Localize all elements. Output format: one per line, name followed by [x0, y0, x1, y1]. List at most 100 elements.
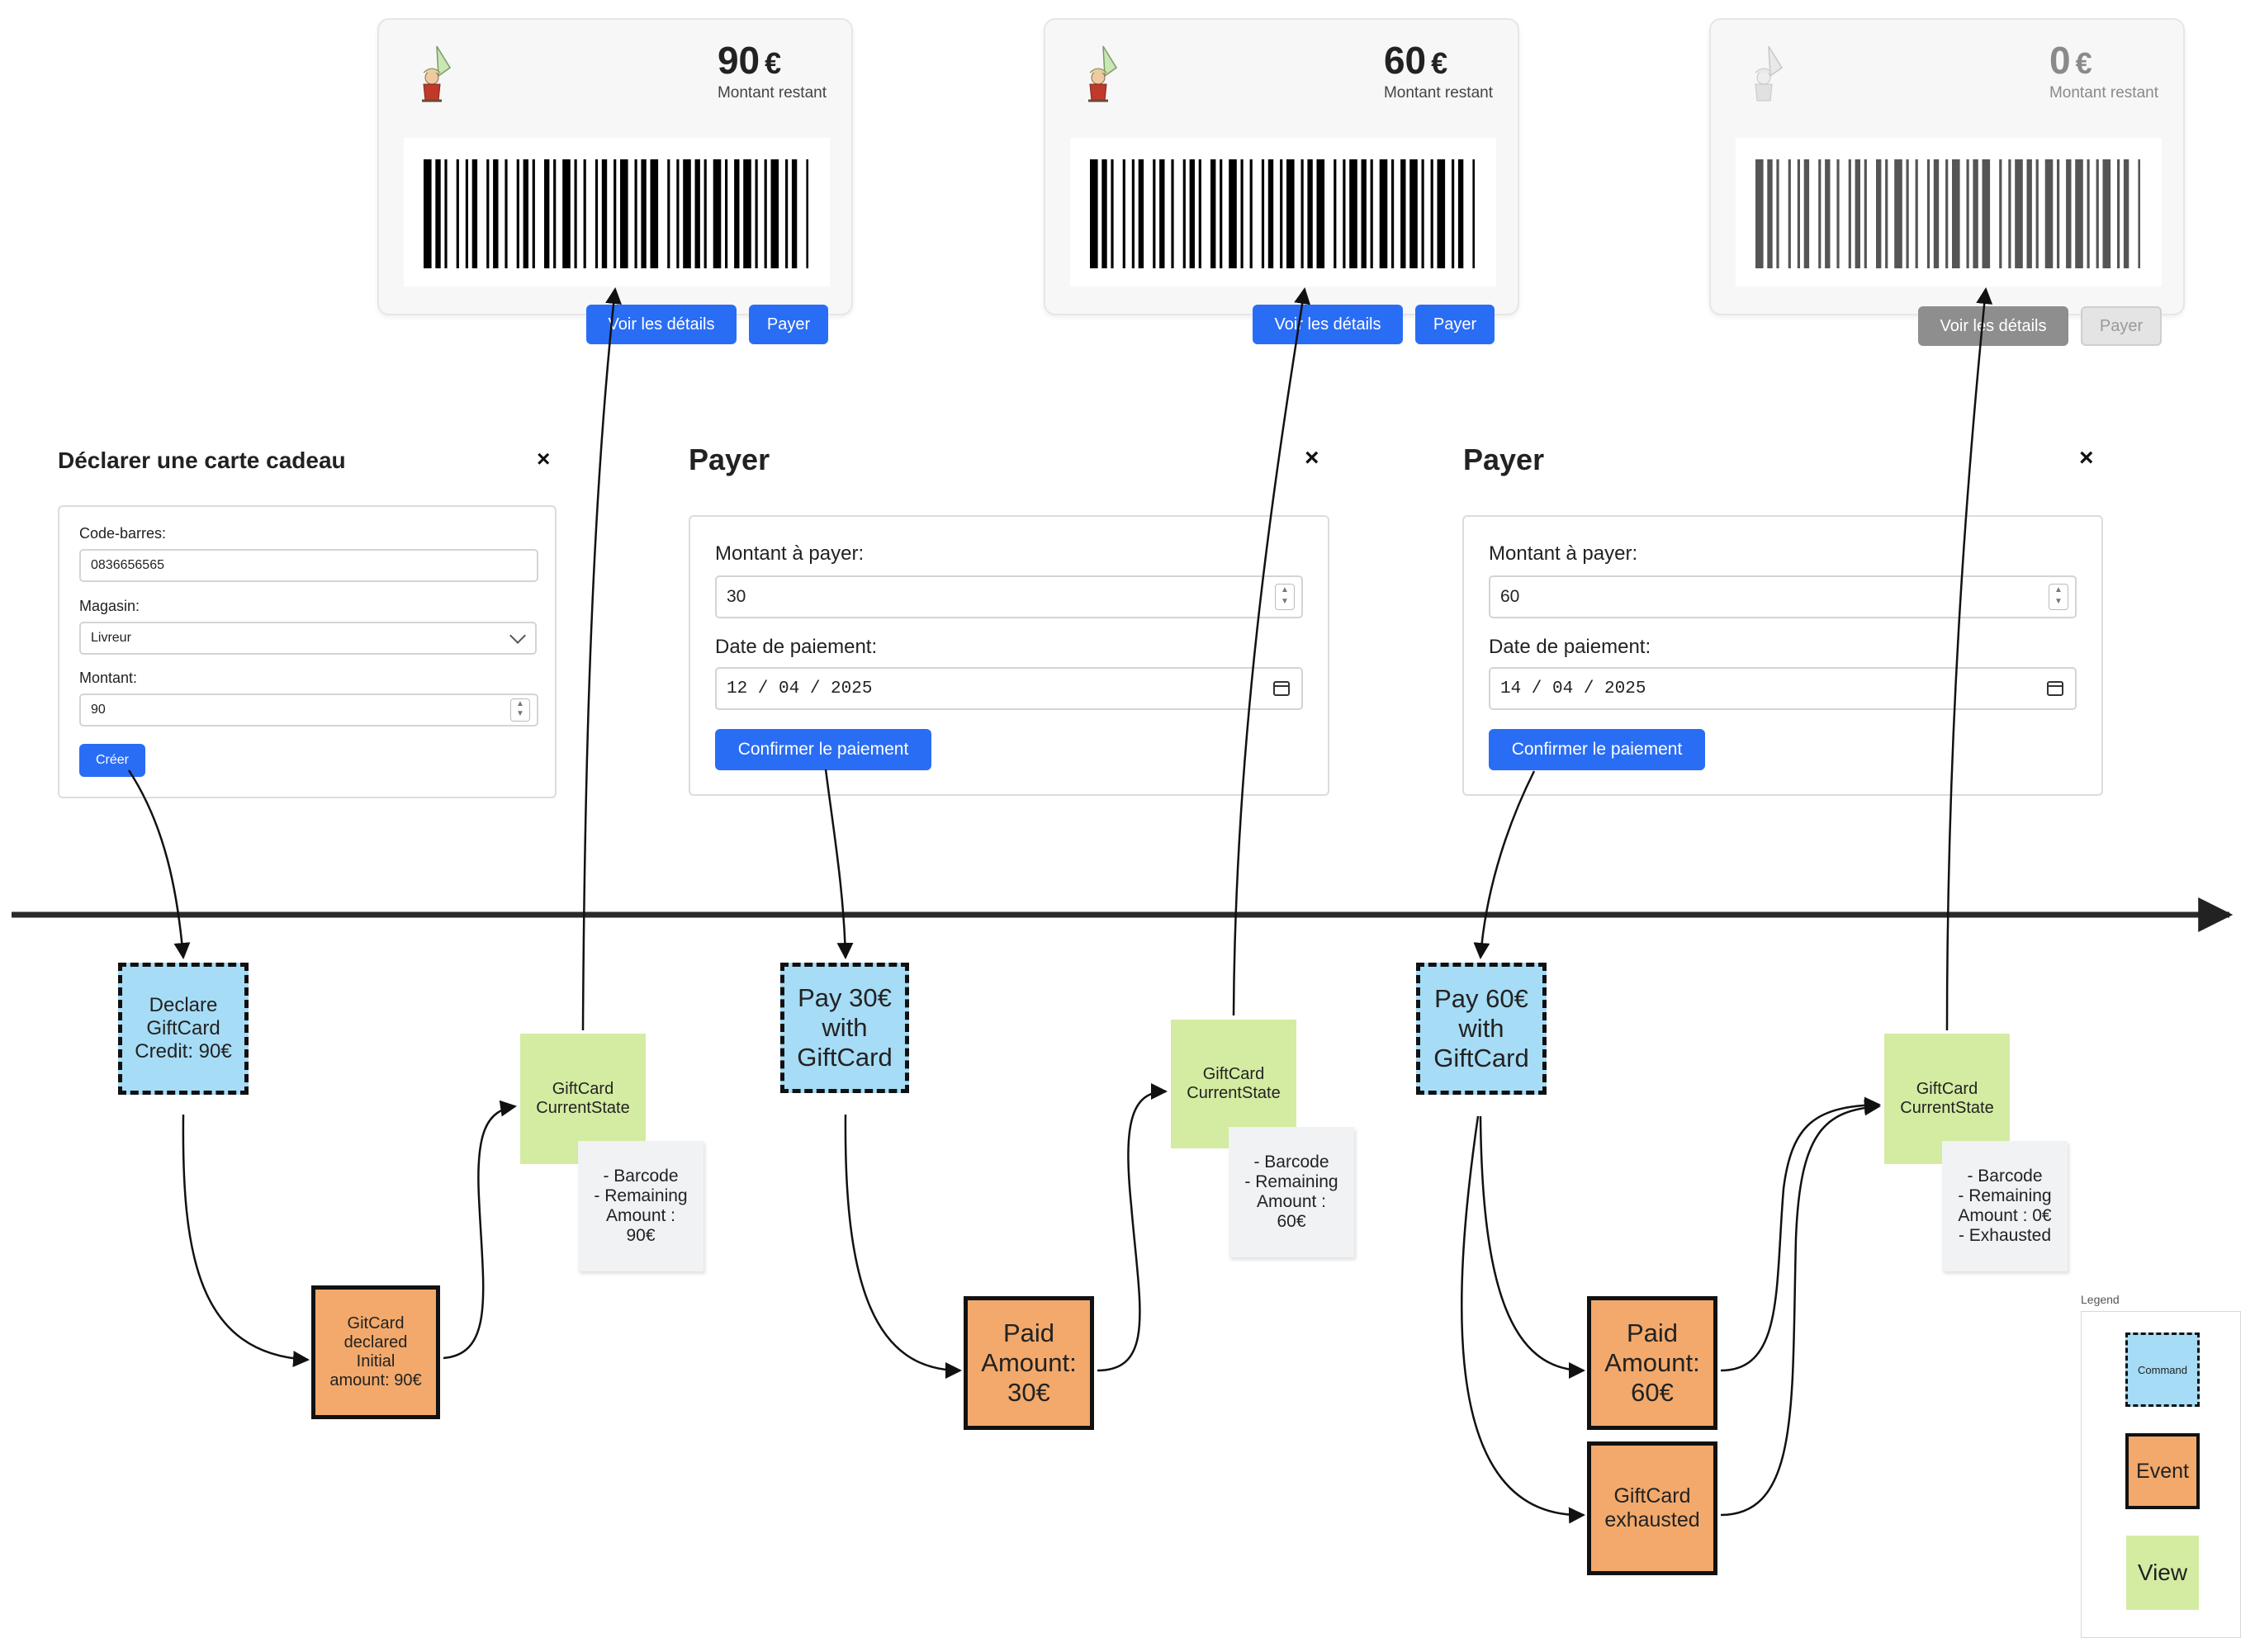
number-spinner-icon[interactable]: ▲▼ — [1275, 584, 1295, 610]
confirm-payment-button[interactable]: Confirmer le paiement — [1489, 729, 1705, 770]
close-icon[interactable]: × — [2079, 444, 2094, 471]
barcode-bar — [1825, 159, 1831, 268]
barcode-bar — [704, 159, 707, 268]
barcode-bar — [1797, 159, 1800, 268]
amount-caption: Montant restant — [1383, 84, 1493, 102]
confirm-payment-button[interactable]: Confirmer le paiement — [715, 729, 931, 770]
barcode-bar — [1300, 159, 1304, 268]
barcode-bar — [1391, 159, 1395, 268]
barcode-bar — [1421, 159, 1424, 268]
barcode-input[interactable]: 0836656565 — [79, 549, 538, 582]
command-pay-30: Pay 30€ with GiftCard — [780, 963, 909, 1093]
barcode-bar — [1906, 159, 1909, 268]
currency: € — [1431, 46, 1448, 80]
barcode-bar — [471, 159, 478, 268]
barcode-bar — [1159, 159, 1165, 268]
amount-input[interactable]: 90 ▲▼ — [79, 693, 538, 727]
pay-amount-label: Montant à payer: — [715, 542, 865, 565]
pay-button[interactable]: Payer — [749, 305, 828, 344]
command-pay-60: Pay 60€ with GiftCard — [1416, 963, 1547, 1095]
pay-amount-input[interactable]: 30▲▼ — [715, 575, 1303, 618]
remaining-amount: 60€ Montant restant — [1384, 38, 1493, 102]
gift-card-3: 0€ Montant restant — [1709, 18, 2185, 315]
pay-button[interactable]: Payer — [1415, 305, 1495, 344]
barcode-bar — [1818, 159, 1822, 268]
details-button[interactable]: Voir les détails — [1253, 305, 1403, 344]
command-declare-giftcard: Declare GiftCard Credit: 90€ — [118, 963, 249, 1095]
amount-value: 0 — [2049, 39, 2071, 82]
details-button[interactable]: Voir les détails — [1918, 306, 2068, 346]
remaining-amount: 0€ Montant restant — [2049, 38, 2158, 102]
details-button[interactable]: Voir les détails — [586, 305, 737, 344]
pay-dialog-2-title: Payer — [1463, 443, 1545, 476]
barcode-bar — [2015, 159, 2023, 268]
barcode-bar — [1334, 159, 1337, 268]
barcode-bar — [1111, 159, 1114, 268]
store-select[interactable]: Livreur — [79, 622, 537, 655]
barcode-bar — [1090, 159, 1098, 268]
barcode-bar — [523, 159, 528, 268]
barcode-bar — [2075, 159, 2083, 268]
gaulish-warrior-logo-icon — [422, 45, 452, 102]
barcode-bar — [713, 159, 722, 268]
close-icon[interactable]: × — [1305, 444, 1319, 471]
barcode-bar — [465, 159, 468, 268]
barcode-bar — [562, 159, 571, 268]
pay-date-input[interactable]: 14 / 04 / 2025 — [1489, 667, 2077, 710]
number-spinner-icon[interactable]: ▲▼ — [510, 698, 530, 722]
pay-amount-label: Montant à payer: — [1489, 542, 1638, 565]
barcode-bar — [2117, 159, 2120, 268]
barcode-bar — [553, 159, 557, 268]
pay-amount-value: 60 — [1500, 587, 1520, 606]
barcode-bar — [2044, 159, 2054, 268]
connector-command-to-paid-30 — [844, 1114, 962, 1379]
pay-date-value: 14 / 04 / 2025 — [1500, 679, 1646, 698]
calendar-icon[interactable] — [2047, 681, 2063, 696]
barcode-bar — [2026, 159, 2032, 268]
barcode-bar — [1370, 159, 1373, 268]
number-spinner-icon[interactable]: ▲▼ — [2049, 584, 2068, 610]
barcode-bar — [770, 159, 779, 268]
barcode-bar — [620, 159, 628, 268]
connector-event-to-view-1 — [443, 1100, 517, 1360]
legend-event: Event — [2125, 1433, 2200, 1509]
barcode-bar — [1776, 159, 1779, 268]
barcode-bar — [2057, 159, 2060, 268]
currency: € — [2075, 46, 2092, 80]
pay-date-input[interactable]: 12 / 04 / 2025 — [715, 667, 1303, 710]
barcode-bar — [601, 159, 608, 268]
barcode-bar — [1430, 159, 1433, 268]
create-button[interactable]: Créer — [79, 744, 145, 777]
legend-title: Legend — [2081, 1293, 2120, 1306]
event-giftcard-exhausted: GiftCard exhausted — [1587, 1441, 1717, 1575]
barcode-bar — [1229, 159, 1237, 268]
barcode-bar — [683, 159, 691, 268]
barcode-bar — [1240, 159, 1244, 268]
barcode-bar — [1788, 159, 1791, 268]
barcode-bar — [1926, 159, 1930, 268]
barcode-bar — [1316, 159, 1325, 268]
barcode-bar — [1915, 159, 1918, 268]
amount-input-value: 90 — [91, 703, 106, 717]
barcode-bar — [1361, 159, 1367, 268]
barcode — [1736, 138, 2162, 286]
barcode-bar — [791, 159, 798, 268]
barcode-bar — [1409, 159, 1418, 268]
connector-view-1-to-card-1 — [581, 287, 623, 1031]
barcode-bar — [613, 159, 617, 268]
legend-command: Command — [2125, 1332, 2200, 1407]
barcode-bar — [2123, 159, 2129, 268]
calendar-icon[interactable] — [1273, 681, 1290, 696]
barcode-bar — [1945, 159, 1949, 268]
barcode-bar — [1437, 159, 1446, 268]
barcode-bar — [1999, 159, 2002, 268]
barcode-bar — [1379, 159, 1388, 268]
pay-amount-input[interactable]: 60 ▲▼ — [1489, 575, 2077, 618]
barcode-bar — [493, 159, 499, 268]
barcode — [404, 138, 830, 286]
barcode-bar — [1864, 159, 1867, 268]
barcode-bar — [1343, 159, 1346, 268]
amount-label: Montant: — [79, 670, 138, 686]
close-icon[interactable]: × — [537, 446, 551, 471]
barcode-bar — [1755, 159, 1764, 268]
